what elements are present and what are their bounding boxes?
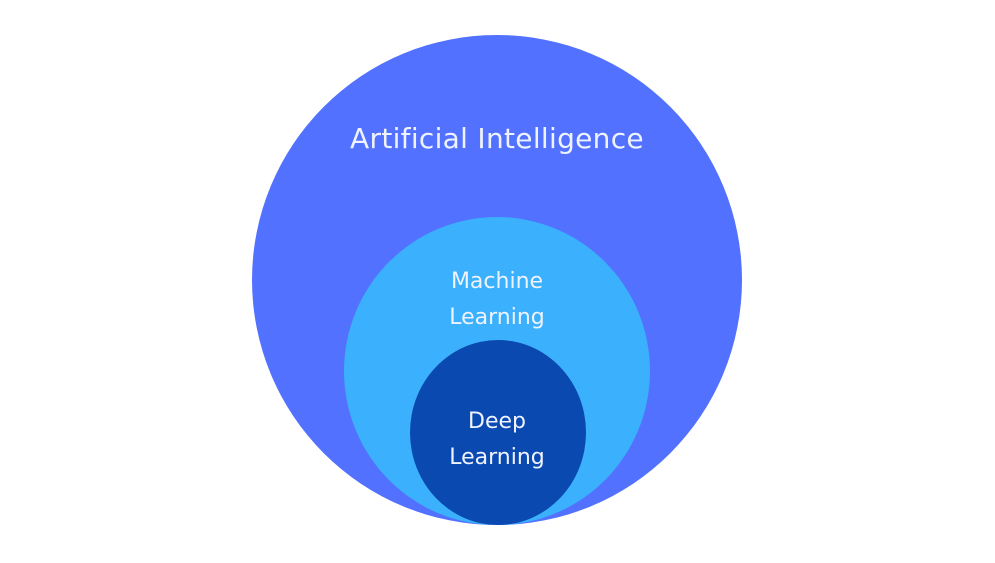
dl-label-line-1: Deep	[468, 409, 526, 434]
ai-label: Artificial Intelligence	[350, 122, 644, 155]
dl-circle	[410, 340, 586, 525]
ml-label-line-2: Learning	[449, 305, 545, 330]
ml-label-line-1: Machine	[450, 269, 544, 294]
dl-label: Deep Learning	[397, 404, 597, 476]
dl-label-line-2: Learning	[449, 445, 545, 470]
ml-label: Machine Learning	[397, 264, 597, 336]
